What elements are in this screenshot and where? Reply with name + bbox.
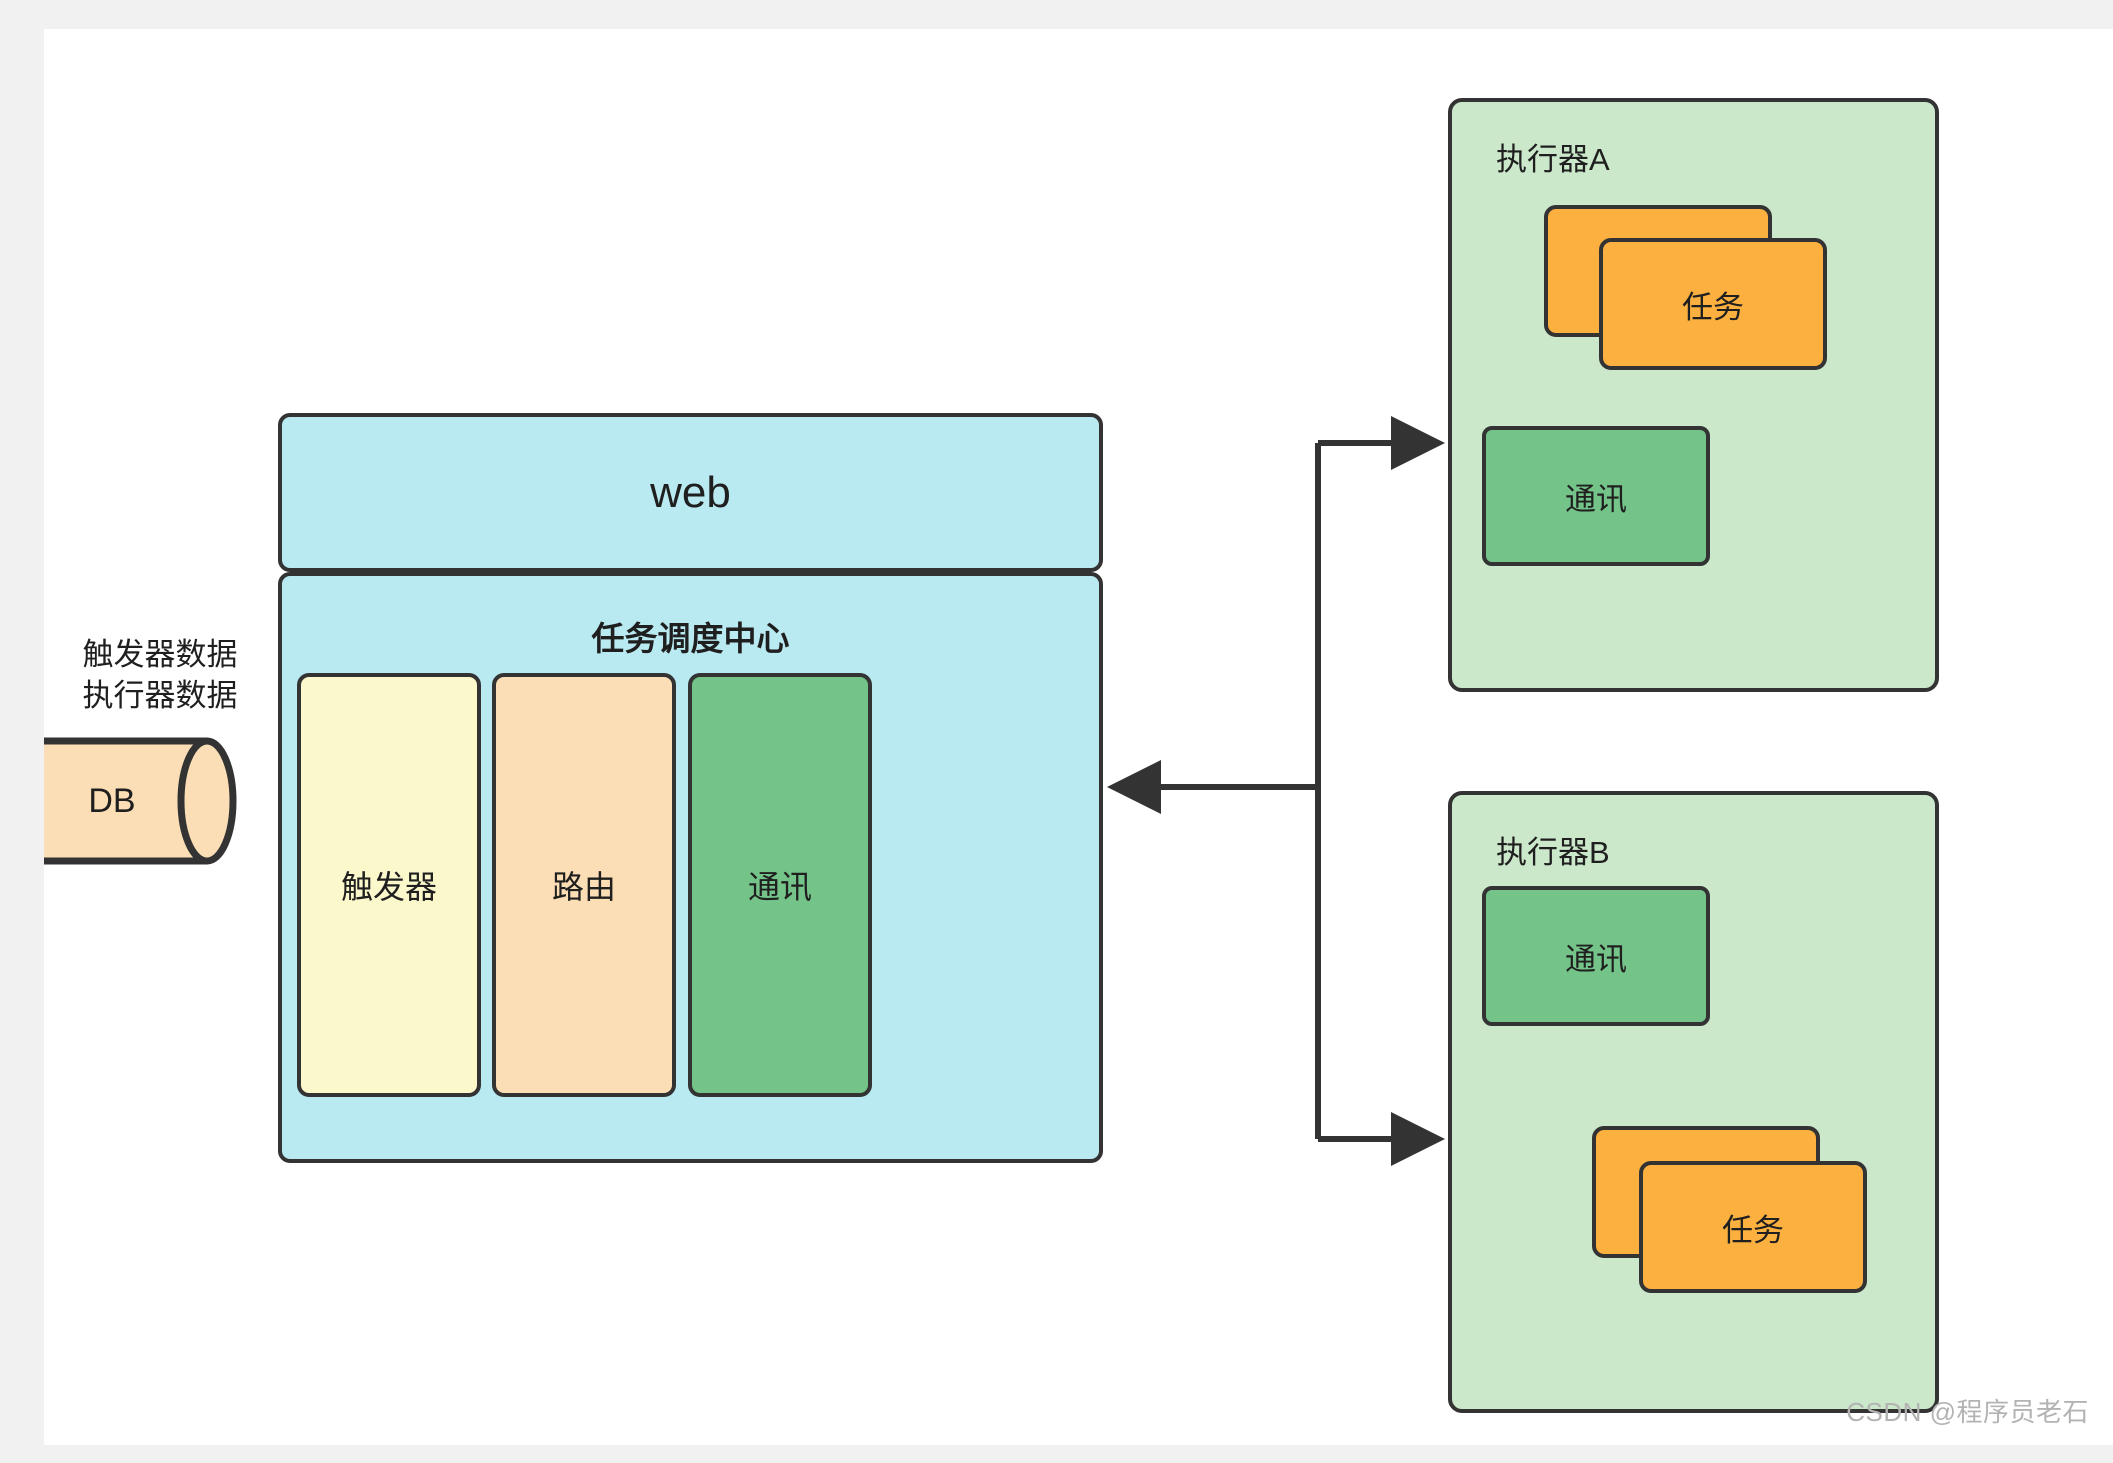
scheduler-module-comm[interactable]: 通讯: [688, 673, 872, 1097]
db-cylinder-shape: [44, 737, 237, 865]
executor-b-title: 执行器B: [1496, 835, 1610, 870]
scheduler-module-trigger[interactable]: 触发器: [297, 673, 481, 1097]
scheduler-box[interactable]: 任务调度中心 触发器 路由 通讯: [278, 572, 1103, 1163]
task-card-label: 任务: [1682, 289, 1744, 325]
scheduler-module-comm-label: 通讯: [747, 869, 812, 905]
executor-b-panel[interactable]: 执行器B 通讯 任务: [1448, 791, 1939, 1413]
task-card-label: 任务: [1722, 1212, 1784, 1248]
scheduler-title: 任务调度中心: [591, 620, 790, 657]
executor-a-title: 执行器A: [1496, 142, 1610, 177]
scheduler-module-route[interactable]: 路由: [492, 673, 676, 1097]
executor-a-comm-label: 通讯: [1565, 481, 1627, 517]
executor-a-comm-box[interactable]: 通讯: [1482, 426, 1710, 566]
executor-b-comm-box[interactable]: 通讯: [1482, 886, 1710, 1026]
web-label: web: [650, 467, 731, 517]
scheduler-module-trigger-label: 触发器: [340, 869, 437, 905]
web-box[interactable]: web: [278, 413, 1103, 572]
executor-a-panel[interactable]: 执行器A 任务 通讯: [1448, 98, 1939, 692]
csdn-watermark: CSDN @程序员老石: [1846, 1397, 2089, 1427]
db-cylinder-svg: [44, 737, 237, 865]
task-card[interactable]: 任务: [1599, 238, 1827, 370]
db-cylinder-cap: [177, 737, 208, 865]
db-label: DB: [88, 781, 136, 820]
executor-b-comm-label: 通讯: [1565, 941, 1627, 977]
task-card[interactable]: 任务: [1639, 1161, 1867, 1293]
scheduler-module-route-label: 路由: [551, 869, 616, 905]
diagram-canvas: 触发器数据 执行器数据 DB web 任务调度中心 触发器 路由 通讯 执行器A…: [44, 29, 2113, 1445]
db-annotation-label: 触发器数据 执行器数据: [82, 637, 238, 713]
